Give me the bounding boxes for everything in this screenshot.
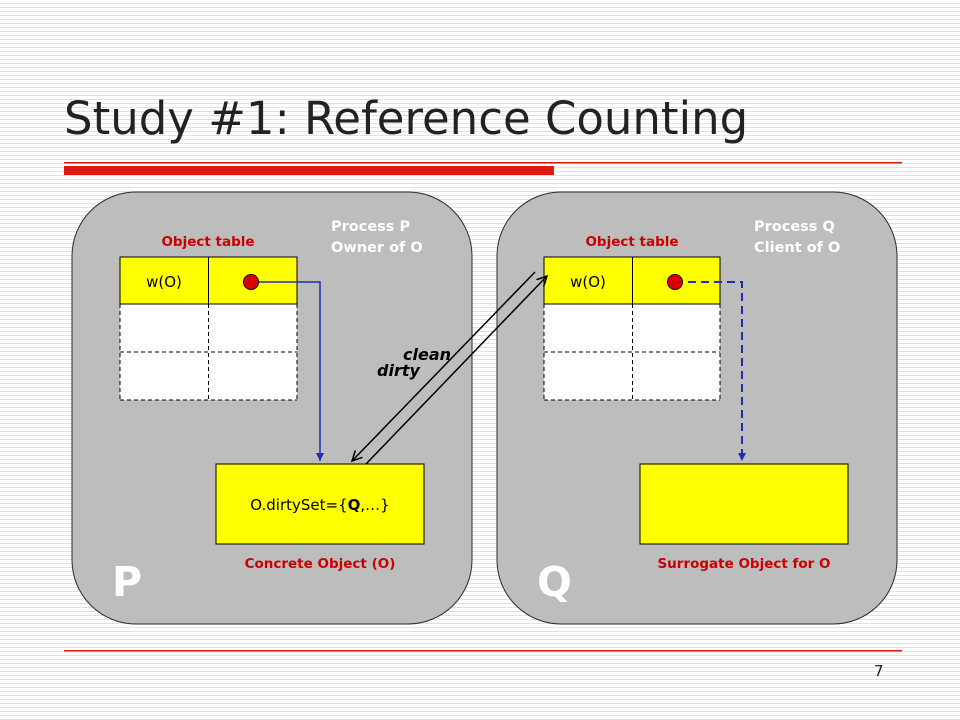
- clean-message-arrow: [365, 276, 547, 465]
- process-q-label: Q: [537, 558, 572, 606]
- q-reference-arrow: [675, 281, 746, 461]
- process-p-role: Owner of O: [331, 240, 423, 256]
- concrete-object-caption: Concrete Object (O): [245, 556, 396, 572]
- process-p-label: P: [112, 558, 142, 606]
- dirty-message-label: dirty: [377, 361, 420, 380]
- title-rule-line: [64, 162, 902, 164]
- concrete-object-box: [215, 463, 425, 545]
- process-q-table-label: Object table: [585, 234, 678, 250]
- surrogate-object-box: [639, 463, 849, 545]
- clean-message-label: clean: [403, 345, 451, 364]
- p-reference-arrow: [251, 281, 324, 461]
- process-q-name: Process Q: [754, 219, 835, 235]
- process-p-name: Process P: [331, 219, 410, 235]
- process-p-table-entry: w(O): [146, 273, 182, 291]
- slide-title: Study #1: Reference Counting: [64, 92, 749, 145]
- p-reference-dot: [243, 274, 259, 290]
- page-number: 7: [874, 662, 884, 680]
- process-q-object-table: [543, 256, 721, 401]
- footer-rule-line: [64, 650, 902, 652]
- surrogate-object-caption: Surrogate Object for O: [657, 556, 830, 572]
- process-p-object-table: [119, 256, 298, 401]
- q-reference-dot: [667, 274, 683, 290]
- concrete-object-text: O.dirtySet={Q,…}: [250, 496, 389, 514]
- dirty-message-arrow: [352, 271, 536, 461]
- title-accent-bar: [64, 166, 554, 175]
- process-q-table-entry: w(O): [570, 273, 606, 291]
- process-p-table-label: Object table: [161, 234, 254, 250]
- process-q-role: Client of O: [754, 240, 840, 256]
